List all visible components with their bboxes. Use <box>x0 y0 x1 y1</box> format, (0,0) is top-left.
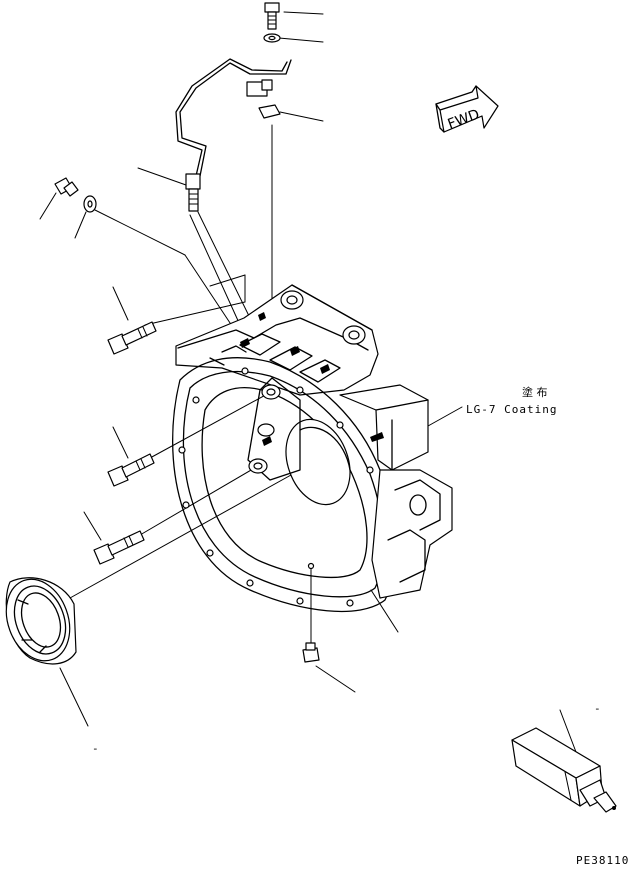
sealant-tube <box>511 727 617 813</box>
speed-sensor-harness <box>175 58 292 212</box>
mounting-bolt-middle <box>107 453 155 487</box>
flywheel-housing <box>172 284 453 613</box>
oil-seal <box>5 577 77 665</box>
housing-bolt-holes <box>178 367 387 607</box>
tick-mark-left: - <box>92 742 100 755</box>
mounting-bolt-lower <box>93 530 145 565</box>
drain-plug <box>302 642 320 663</box>
coating-label-jp: 塗 布 <box>522 385 548 399</box>
mounting-bolt-upper <box>107 321 157 355</box>
top-bolt <box>264 2 280 30</box>
leader-lines <box>39 11 577 753</box>
top-washer <box>263 33 281 43</box>
plug <box>54 177 79 197</box>
tick-mark-right: - <box>594 702 602 715</box>
plug-washer <box>83 195 97 213</box>
drawing-number: PE38110 <box>576 854 629 867</box>
coating-label-en: LG-7 Coating <box>466 403 557 416</box>
fwd-arrow: FWD <box>435 85 499 133</box>
